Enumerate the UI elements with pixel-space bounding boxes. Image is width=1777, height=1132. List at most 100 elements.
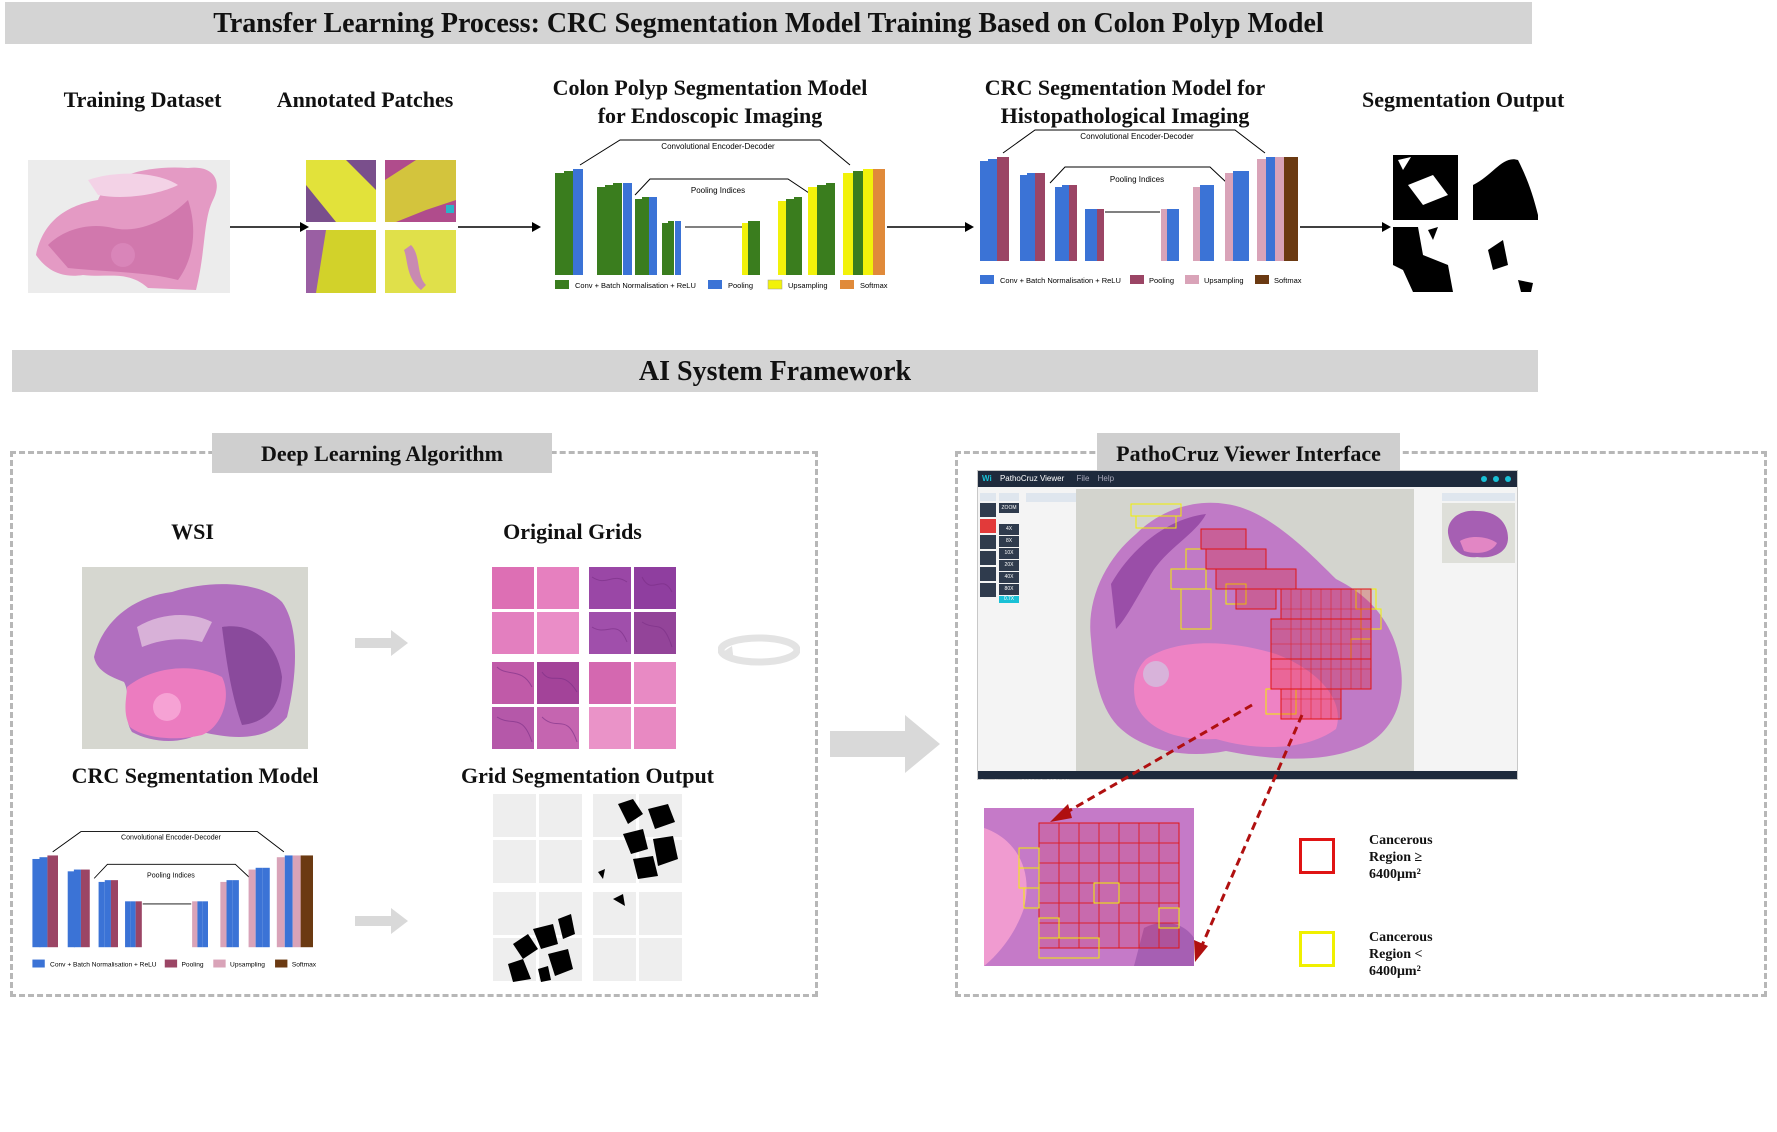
wsi-image	[82, 567, 308, 749]
crc-model-sublabel: CRC Segmentation Model	[71, 763, 319, 788]
menu-file[interactable]: File	[1076, 474, 1090, 483]
toolbar-save-icon[interactable]	[980, 567, 996, 581]
zoom-panel: ZOOM 4X 8X 10X 20X 40X 80X 0.7X	[999, 493, 1019, 603]
zoom-current: 0.7X	[999, 596, 1019, 603]
zoom-level-4x[interactable]: 4X	[999, 524, 1019, 535]
annotated-patches-label: Annotated Patches	[276, 87, 454, 112]
crc-bottom-pooling-indices-text: Pooling Indices	[147, 873, 195, 880]
legend-red-line2: Region ≥	[1369, 850, 1423, 865]
polyp-legend-softmax: Softmax	[860, 281, 888, 290]
wsi-label: WSI	[171, 519, 214, 544]
polyp-segnet-diagram: Convolutional Encoder-Decoder Pooling In…	[555, 139, 888, 290]
slide-name-field[interactable]	[1026, 493, 1076, 502]
polyp-model-label: Colon Polyp Segmentation Model for Endos…	[540, 74, 880, 130]
segmentation-output-masks	[1393, 155, 1538, 292]
legend-yellow-line3: 6400μm²	[1369, 964, 1421, 979]
crc-model-label-line2: Histopathological Imaging	[1000, 103, 1250, 128]
red-grid-lines	[1271, 589, 1371, 719]
original-grids-label: Original Grids	[503, 519, 642, 544]
toolbar-close-icon[interactable]	[980, 583, 996, 597]
training-dataset-image	[28, 160, 230, 293]
arrow-to-viewer	[830, 715, 940, 773]
coordinates-text: Coordinates : (-31924.2, 9654.06)	[980, 780, 1071, 786]
grid-output-label: Grid Segmentation Output	[460, 763, 715, 788]
crc-top-legend-softmax: Softmax	[1274, 276, 1302, 285]
arrow-crc-to-output	[1300, 222, 1391, 232]
viewer-toolbar	[980, 493, 996, 603]
viewer-logo: Wi	[982, 474, 992, 483]
legend-yellow-box	[1299, 931, 1335, 967]
polyp-model-label-line2: for Endoscopic Imaging	[597, 103, 823, 128]
viewer-tab: PathoCruz Viewer Interface	[1097, 433, 1400, 473]
original-grids-image	[492, 567, 676, 749]
crc-top-encoder-decoder-text: Convolutional Encoder-Decoder	[1080, 132, 1194, 141]
zoomed-red-cells	[1038, 822, 1180, 949]
zoom-level-40x[interactable]: 40X	[999, 572, 1019, 583]
title-banner: Transfer Learning Process: CRC Segmentat…	[5, 2, 1532, 44]
annotated-patches-image	[306, 160, 456, 293]
polyp-legend-conv: Conv + Batch Normalisation + ReLU	[575, 281, 696, 290]
crc-bottom-legend-softmax: Softmax	[292, 962, 317, 969]
viewer-slide-canvas[interactable]	[1076, 489, 1414, 771]
zoom-level-8x[interactable]: 8X	[999, 536, 1019, 547]
toolbar-eraser-icon[interactable]	[980, 551, 996, 565]
section2-banner: AI System Framework	[12, 350, 1538, 392]
crc-segnet-diagram-top: Convolutional Encoder-Decoder Pooling In…	[980, 129, 1302, 285]
crc-bottom-encoder-decoder-text: Convolutional Encoder-Decoder	[121, 835, 222, 842]
crc-bottom-legend-conv: Conv + Batch Normalisation + ReLU	[50, 962, 157, 969]
crc-bottom-legend-up: Upsampling	[230, 962, 265, 969]
crc-top-legend-pool: Pooling	[1149, 276, 1174, 285]
zoom-collapse-icon[interactable]	[999, 493, 1019, 501]
minimap-thumbnail[interactable]	[1442, 503, 1515, 563]
arrow-model-to-output	[355, 908, 408, 934]
polyp-encoder-decoder-bracket: Convolutional Encoder-Decoder Pooling In…	[579, 139, 851, 228]
coordinates-bar: Coordinates : (-31924.2, 9654.06)	[978, 771, 1517, 786]
zoom-level-80x[interactable]: 80X	[999, 584, 1019, 595]
viewer-app-name: PathoCruz Viewer	[999, 474, 1065, 483]
legend-red-line3: 6400μm²	[1369, 867, 1421, 882]
arrow-polyp-to-crc	[887, 222, 974, 232]
zoomed-region-image	[984, 808, 1194, 966]
crc-top-pooling-indices-text: Pooling Indices	[1110, 175, 1164, 184]
window-dot-3[interactable]	[1505, 476, 1511, 482]
segmentation-output-label: Segmentation Output	[1362, 87, 1565, 112]
window-dot-2[interactable]	[1493, 476, 1499, 482]
zoom-level-20x[interactable]: 20X	[999, 560, 1019, 571]
rotate-arrow-icon	[718, 634, 800, 666]
legend-yellow-text: Cancerous Region < 6400μm²	[1369, 929, 1433, 980]
minimap-header[interactable]	[1442, 493, 1515, 501]
crc-segnet-diagram-bottom: Convolutional Encoder-Decoder Pooling In…	[32, 831, 317, 969]
training-dataset-label: Training Dataset	[63, 87, 222, 112]
toolbar-crop-icon[interactable]	[980, 535, 996, 549]
crc-bottom-legend-pool: Pooling	[182, 962, 204, 969]
legend-yellow-line1: Cancerous	[1369, 930, 1433, 945]
polyp-pooling-indices-text: Pooling Indices	[691, 186, 745, 195]
page-title: Transfer Learning Process: CRC Segmentat…	[213, 8, 1324, 39]
crc-model-label-line1: CRC Segmentation Model for	[984, 75, 1266, 100]
polyp-legend-up: Upsampling	[788, 281, 828, 290]
viewer-window: Wi PathoCruz Viewer File Help ZOOM 4X 8X…	[977, 470, 1518, 786]
crc-top-legend-up: Upsampling	[1204, 276, 1244, 285]
polyp-model-label-line1: Colon Polyp Segmentation Model	[552, 75, 868, 100]
viewer-titlebar: Wi PathoCruz Viewer File Help	[978, 471, 1517, 487]
zoom-label: ZOOM	[999, 503, 1019, 513]
deep-learning-tab: Deep Learning Algorithm	[212, 433, 552, 473]
window-dot-1[interactable]	[1481, 476, 1487, 482]
zoom-callout-arrows	[1050, 703, 1304, 962]
crc-model-label: CRC Segmentation Model for Histopatholog…	[965, 74, 1285, 130]
toolbar-c-button[interactable]	[980, 503, 996, 517]
toolbar-move-icon[interactable]	[980, 519, 996, 533]
polyp-encoder-decoder-text: Convolutional Encoder-Decoder	[661, 142, 775, 151]
legend-red-text: Cancerous Region ≥ 6400μm²	[1369, 832, 1433, 883]
legend-red-box	[1299, 838, 1335, 874]
arrow-dataset-to-patches	[230, 222, 309, 232]
polyp-legend-pool: Pooling	[728, 281, 753, 290]
grid-segmentation-output-image	[493, 794, 683, 982]
arrow-wsi-to-grids	[355, 630, 408, 656]
arrow-patches-to-polyp	[458, 222, 541, 232]
menu-help[interactable]: Help	[1097, 474, 1115, 483]
legend-red-line1: Cancerous	[1369, 833, 1433, 848]
crc-top-legend-conv: Conv + Batch Normalisation + ReLU	[1000, 276, 1121, 285]
zoom-level-10x[interactable]: 10X	[999, 548, 1019, 559]
toolbar-collapse-icon[interactable]	[980, 493, 996, 501]
